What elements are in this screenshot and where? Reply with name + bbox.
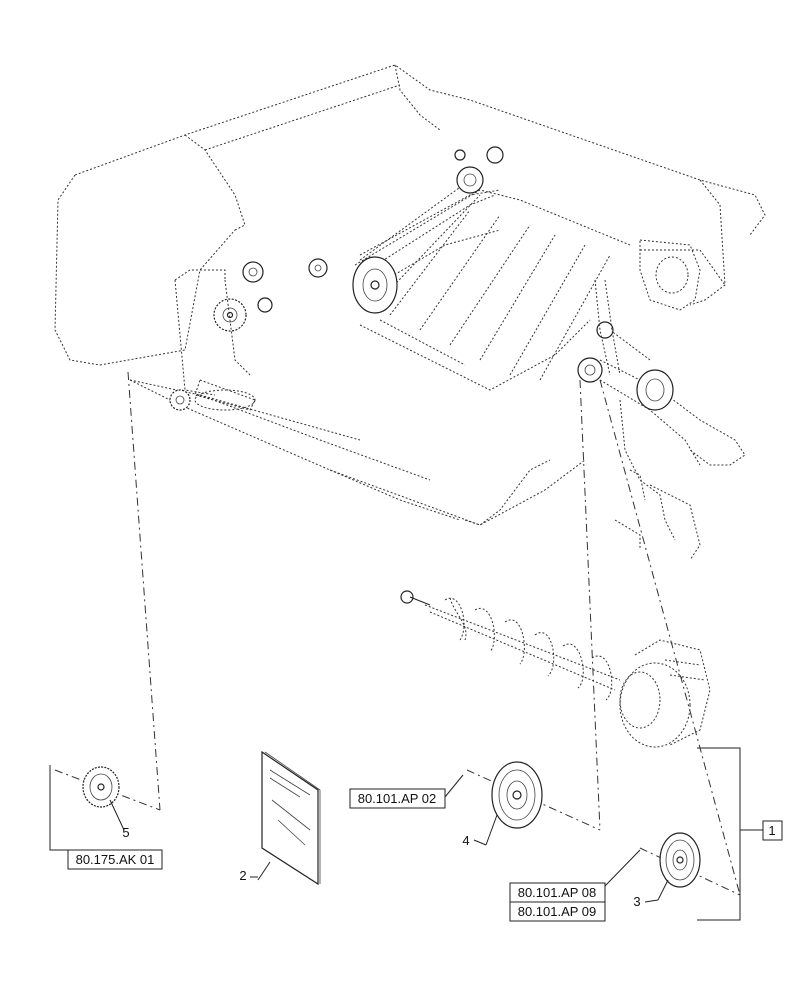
item-5-sprocket [82,766,125,831]
item-4-number: 4 [462,833,469,848]
item-1-number: 1 [768,823,775,838]
left-column [174,269,256,411]
ref-3b-box [509,901,606,922]
ref-5-label: 80.175.AK 01 [76,852,155,867]
ref-4-leader [444,774,464,798]
item-3-number: 3 [633,894,640,909]
item-3-pulley [657,832,701,901]
ref-4-label: 80.101.AP 02 [358,791,437,806]
pulley-left-small [242,258,328,283]
chain-right [594,279,621,376]
ref-5-bracket [49,765,68,851]
item-4-leader [473,839,487,846]
leader-lines [54,371,741,896]
item-1-box [762,820,783,841]
ref-3a-label: 80.101.AP 08 [518,885,597,900]
gearbox-drum [619,639,711,748]
conveyor-assembly [354,189,631,391]
ref-5-box [67,849,163,870]
pulley-center-large [352,256,398,314]
ref-3-leader [604,849,641,887]
item-5-number: 5 [122,825,129,840]
right-support-arm [614,399,701,561]
drive-belts [359,179,746,466]
item-2-number: 2 [239,868,246,883]
ref-4-box [349,788,446,809]
ref-3b-label: 80.101.AP 09 [518,904,597,919]
item-2-manual [257,750,321,886]
pulley-upper-right [454,146,504,194]
auger [400,590,621,701]
sprocket-left-lower [169,389,256,411]
item-3-leader [644,899,659,903]
sprocket-left-large [213,297,273,332]
item-4-pulley [485,761,543,846]
pulley-right-side [577,321,674,411]
item-1-bracket [697,747,741,921]
right-side-cover [639,239,701,311]
header-housing [54,64,766,526]
